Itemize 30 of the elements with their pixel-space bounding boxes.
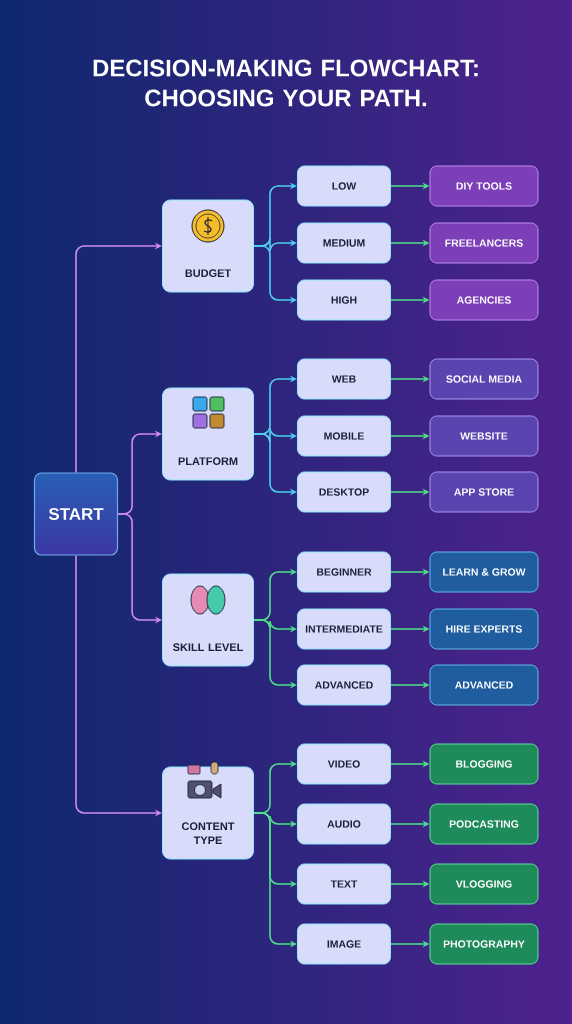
option-box: IMAGE (297, 923, 391, 965)
outcome-box: PODCASTING (429, 803, 539, 845)
option-box: BEGINNER (297, 551, 391, 593)
option-box: TEXT (297, 863, 391, 905)
option-box: WEB (297, 358, 391, 400)
option-box: HIGH (297, 279, 391, 321)
option-box: ADVANCED (297, 664, 391, 706)
option-box: AUDIO (297, 803, 391, 845)
arrow (75, 242, 162, 474)
option-box: MOBILE (297, 415, 391, 457)
outcome-box: DIY TOOLS (429, 165, 539, 207)
outcome-box: FREELANCERS (429, 222, 539, 264)
outcome-box: HIRE EXPERTS (429, 608, 539, 650)
outcome-box: PHOTOGRAPHY (429, 923, 539, 965)
outcome-box: AGENCIES (429, 279, 539, 321)
option-box: INTERMEDIATE (297, 608, 391, 650)
option-box: VIDEO (297, 743, 391, 785)
option-box: DESKTOP (297, 471, 391, 513)
start-box: START (33, 472, 119, 556)
option-box: LOW (297, 165, 391, 207)
outcome-box: BLOGGING (429, 743, 539, 785)
outcome-box: ADVANCED (429, 664, 539, 706)
outcome-box: APP STORE (429, 471, 539, 513)
outcome-box: WEBSITE (429, 415, 539, 457)
outcome-box: VLOGGING (429, 863, 539, 905)
outcome-box: SOCIAL MEDIA (429, 358, 539, 400)
option-box: MEDIUM (297, 222, 391, 264)
outcome-box: LEARN & GROW (429, 551, 539, 593)
category-box: CONTENT TYPE (162, 766, 254, 860)
title: DECISION-MAKING FLOWCHART: CHOOSING YOUR PATH. (93, 59, 478, 107)
